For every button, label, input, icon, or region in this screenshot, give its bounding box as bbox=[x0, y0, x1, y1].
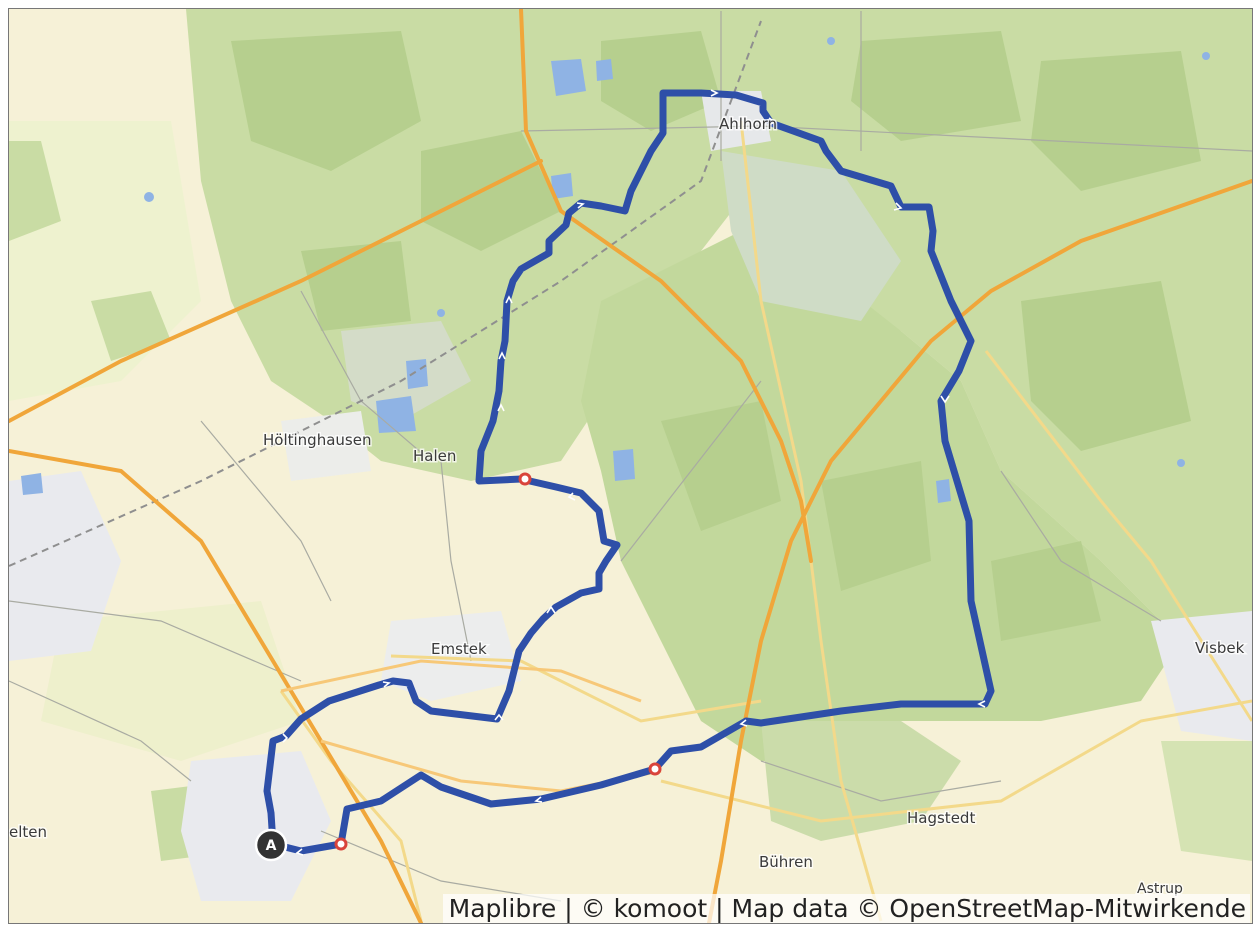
place-label-astrup: Astrup bbox=[1137, 881, 1183, 897]
start-marker-circle bbox=[254, 828, 288, 862]
lake bbox=[551, 173, 573, 199]
route-direction-arrows bbox=[282, 89, 986, 856]
urban-area bbox=[181, 751, 331, 901]
place-label-celten: elten bbox=[9, 823, 47, 841]
urban-area bbox=[281, 411, 371, 481]
urban-area bbox=[1151, 611, 1252, 741]
forest-patch bbox=[301, 241, 411, 331]
forest-patch bbox=[661, 401, 781, 531]
route-line[interactable] bbox=[263, 89, 995, 855]
place-label-visbek: Visbek bbox=[1195, 639, 1245, 657]
map-attribution[interactable]: Maplibre | © komoot | Map data © OpenStr… bbox=[442, 894, 1250, 923]
pond bbox=[827, 37, 835, 45]
map-frame[interactable]: A Höltinghausen Halen Ahlhorn Emstek Vis… bbox=[8, 8, 1253, 924]
urban-area bbox=[9, 471, 121, 661]
place-label-ahlhorn: Ahlhorn bbox=[719, 115, 777, 133]
lake bbox=[406, 359, 428, 389]
motorways bbox=[9, 9, 1252, 923]
clearing-area bbox=[721, 151, 901, 321]
pond bbox=[144, 192, 154, 202]
lake bbox=[613, 449, 635, 481]
forest-patch bbox=[821, 461, 931, 591]
lake bbox=[21, 473, 43, 495]
start-marker-label: A bbox=[266, 838, 277, 854]
forest-patch bbox=[1021, 281, 1191, 451]
place-label-hagstedt: Hagstedt bbox=[907, 809, 975, 827]
lake bbox=[936, 479, 951, 503]
lake bbox=[376, 396, 416, 433]
field-area bbox=[41, 601, 301, 761]
pond bbox=[1202, 52, 1210, 60]
start-marker[interactable]: A bbox=[254, 828, 288, 862]
forest-patch bbox=[601, 31, 721, 131]
place-label-buehren: Bühren bbox=[759, 853, 813, 871]
forest-area bbox=[1161, 741, 1252, 861]
map-canvas[interactable]: A Höltinghausen Halen Ahlhorn Emstek Vis… bbox=[9, 9, 1252, 923]
clearing-area bbox=[341, 321, 471, 421]
forest-area bbox=[9, 141, 61, 241]
place-label-hoeltinghausen: Höltinghausen bbox=[263, 431, 371, 449]
waypoints bbox=[334, 472, 662, 851]
forest-patch bbox=[851, 31, 1021, 141]
minor-roads bbox=[9, 11, 1252, 902]
forest-area bbox=[91, 291, 171, 361]
lake bbox=[596, 59, 613, 81]
forest-patch bbox=[1031, 51, 1201, 191]
waypoint-marker[interactable] bbox=[648, 762, 662, 776]
place-label-halen: Halen bbox=[413, 447, 456, 465]
urban-area bbox=[381, 611, 521, 701]
waypoint-marker[interactable] bbox=[334, 837, 348, 851]
lake bbox=[551, 59, 586, 96]
forest-patch bbox=[231, 31, 421, 171]
pond bbox=[437, 309, 445, 317]
railway bbox=[9, 20, 762, 567]
place-label-emstek: Emstek bbox=[431, 640, 487, 658]
forest-patch bbox=[421, 131, 561, 251]
waypoint-marker[interactable] bbox=[518, 472, 532, 486]
forest-patch bbox=[991, 541, 1101, 641]
pond bbox=[1177, 459, 1185, 467]
